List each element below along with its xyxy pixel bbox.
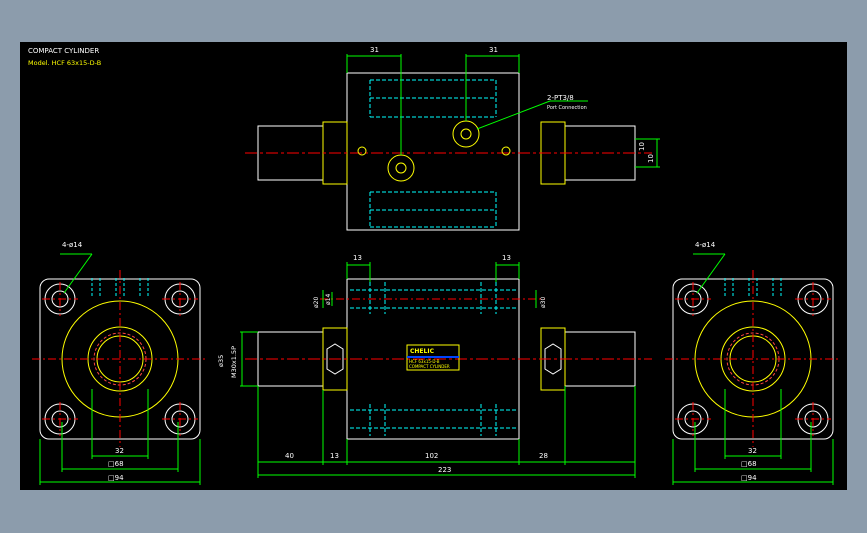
plug-left xyxy=(357,146,367,156)
dim-len-13: 13 xyxy=(330,452,339,460)
right-dim-94: □94 xyxy=(741,474,757,482)
left-holes-label: 4-ø14 xyxy=(62,241,83,249)
right-dim-68: □68 xyxy=(741,460,757,468)
right-holes-label: 4-ø14 xyxy=(695,241,716,249)
dim-top-left: 31 xyxy=(370,46,379,54)
port-a-inner xyxy=(395,162,407,174)
dim-len-40: 40 xyxy=(285,452,294,460)
dim-side-b: 10 xyxy=(647,154,655,163)
right-center-lines xyxy=(665,270,841,447)
dim-dia-35: ø35 xyxy=(217,355,225,367)
nameplate-model: HCF 63x15-D-B xyxy=(409,359,440,364)
dim-len-28: 28 xyxy=(539,452,548,460)
right-dimension-lines xyxy=(672,253,834,485)
front-dimension-lines xyxy=(240,262,636,478)
port-b-outer xyxy=(452,120,480,148)
left-hidden-marks xyxy=(91,278,149,297)
left-dimension-lines xyxy=(39,253,201,485)
left-dim-94: □94 xyxy=(108,474,124,482)
cad-drawing: COMPACT CYLINDER Model. HCF 63x15-D-B xyxy=(28,46,841,485)
right-side-view: 4-ø14 32 □68 □94 xyxy=(665,241,841,485)
dim-dia-30: ø30 xyxy=(540,297,547,308)
cad-viewport[interactable]: COMPACT CYLINDER Model. HCF 63x15-D-B xyxy=(20,42,847,490)
dim-front-13-right: 13 xyxy=(502,254,511,262)
top-hidden-lines xyxy=(369,79,497,228)
front-left-hex xyxy=(326,343,344,375)
nameplate-brand: CHELIC xyxy=(410,348,435,355)
plug-right xyxy=(501,146,511,156)
port-note: Port Connection xyxy=(547,105,587,111)
right-hidden-marks xyxy=(724,278,782,297)
left-side-view: 4-ø14 32 □68 □94 xyxy=(32,241,208,485)
port-a-outer xyxy=(387,154,415,182)
dim-dia-20: ø20 xyxy=(313,297,320,308)
dim-len-102: 102 xyxy=(425,452,438,460)
front-right-hex xyxy=(544,343,562,375)
dim-side-a: 10 xyxy=(638,142,646,151)
nameplate-type: COMPACT CYLINDER xyxy=(409,364,450,369)
port-b-inner xyxy=(460,128,472,140)
dim-dia-14: ø14 xyxy=(325,294,332,305)
front-view: CHELIC HCF 63x15-D-B COMPACT CYLINDER 13… xyxy=(217,254,652,478)
front-hidden-lines xyxy=(350,282,516,436)
left-dim-68: □68 xyxy=(108,460,124,468)
dim-top-right: 31 xyxy=(489,46,498,54)
top-body xyxy=(346,72,520,231)
drawing-model: Model. HCF 63x15-D-B xyxy=(28,59,101,67)
dim-front-13-left: 13 xyxy=(353,254,362,262)
port-callout: 2-PT3/8 xyxy=(547,94,574,102)
top-view: 31 31 2-PT3/8 Port Connection 10 10 xyxy=(245,46,660,231)
dim-thread: M30x1.5P xyxy=(230,346,238,378)
top-dimension-lines xyxy=(346,54,660,168)
left-center-lines xyxy=(32,270,208,447)
right-dim-32: 32 xyxy=(748,447,757,455)
dim-len-223: 223 xyxy=(438,466,451,474)
drawing-title: COMPACT CYLINDER xyxy=(28,47,99,55)
left-dim-32: 32 xyxy=(115,447,124,455)
